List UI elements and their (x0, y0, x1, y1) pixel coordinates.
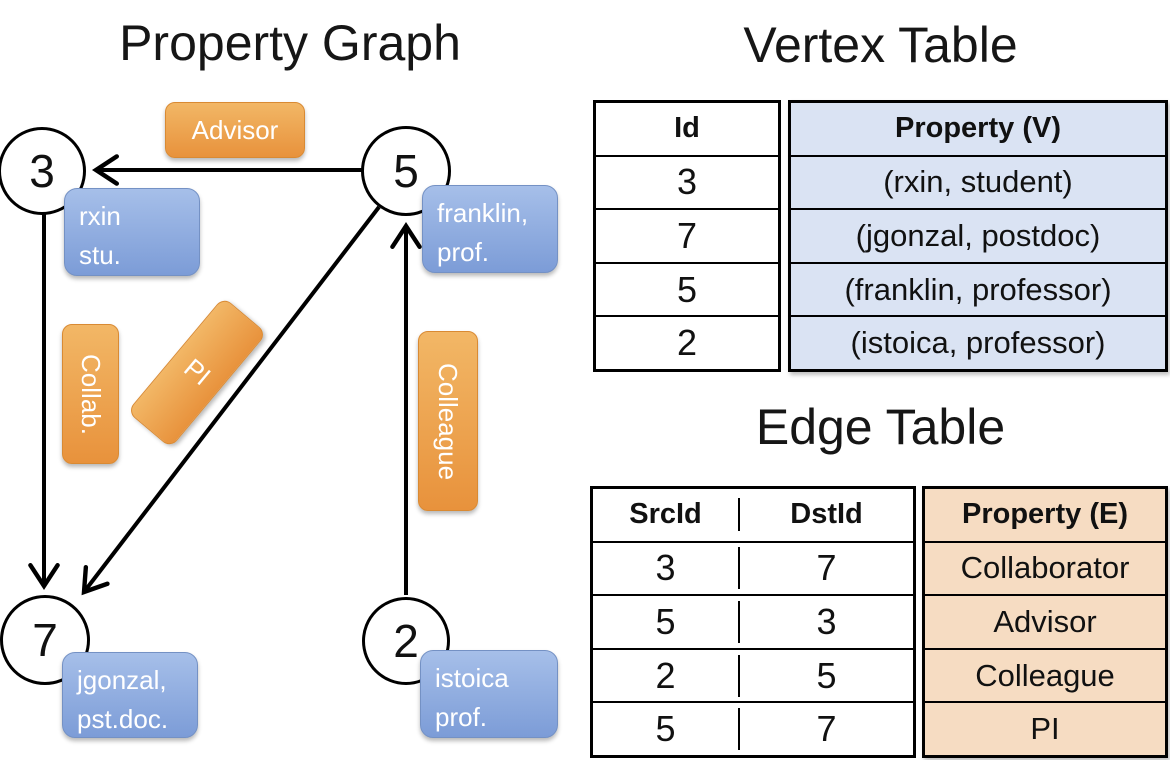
vertex-property-cell: (jgonzal, postdoc) (791, 210, 1165, 264)
property-line: pst.doc. (77, 704, 169, 734)
dstid-cell: 7 (816, 547, 837, 589)
edge-table-src-dst-columns: SrcId DstId 3 7 5 3 2 5 5 7 (590, 486, 916, 758)
property-line: prof. (437, 237, 490, 267)
property-line: istoica (435, 663, 509, 693)
dstid-cell: 3 (816, 600, 837, 642)
node-id-label: 3 (29, 145, 55, 197)
edge-property-cell: PI (1030, 711, 1060, 747)
edge-label-text: Advisor (191, 114, 279, 145)
node-property-box-3: rxin stu. (64, 188, 200, 276)
vertex-property-cell: (rxin, student) (791, 157, 1165, 211)
vertex-id-cell: 7 (596, 210, 778, 264)
dstid-cell: 7 (816, 708, 837, 750)
edge-table-title: Edge Table (755, 399, 1006, 455)
srcid-cell: 5 (593, 600, 740, 643)
property-line: jgonzal, (77, 665, 167, 695)
vertex-property-cell: (istoica, professor) (850, 325, 1106, 361)
node-property-box-7: jgonzal, pst.doc. (62, 652, 198, 738)
vertex-id-cell: 2 (676, 322, 698, 364)
edge-property-header: Property (E) (925, 489, 1165, 543)
node-id-label: 5 (393, 145, 419, 197)
node-id-label: 2 (393, 615, 419, 667)
node-id-label: 7 (32, 614, 58, 666)
edge-label-collab: Collab. (62, 324, 119, 464)
property-line: prof. (435, 702, 488, 732)
srcid-cell: 5 (593, 708, 740, 751)
vertex-id-cell: 3 (596, 157, 778, 211)
edge-property-cell: Advisor (925, 596, 1165, 650)
graph-node-5: 5 (361, 126, 451, 216)
vertex-id-cell: 5 (596, 264, 778, 318)
srcid-cell: 3 (593, 547, 740, 590)
edge-table-row: 5 3 (593, 596, 913, 650)
node-property-box-5: franklin, prof. (422, 185, 558, 273)
property-graph-title: Property Graph (119, 15, 461, 71)
edge-property-cell: Collaborator (925, 543, 1165, 597)
edge-property-cell: Colleague (925, 650, 1165, 704)
edge-table-header-row: SrcId DstId (593, 489, 913, 543)
vertex-table-property-column: Property (V) (rxin, student) (jgonzal, p… (788, 100, 1168, 372)
graph-node-2: 2 (362, 597, 450, 685)
edge-label-colleague: Colleague (418, 331, 478, 511)
edge-line-5-7 (81, 205, 381, 596)
dstid-header: DstId (790, 498, 863, 531)
vertex-property-cell: (franklin, professor) (791, 264, 1165, 318)
dstid-cell: 5 (816, 654, 837, 696)
graph-edges (28, 154, 422, 596)
edge-label-text: PI (178, 352, 217, 392)
edge-label-advisor: Advisor (165, 102, 305, 158)
property-line: stu. (79, 240, 121, 270)
vertex-id-header: Id (596, 103, 778, 157)
srcid-cell: 2 (593, 654, 740, 697)
property-line: franklin, (437, 198, 529, 228)
edge-table-row: 2 5 (593, 650, 913, 704)
edge-table-property-column: Property (E) Collaborator Advisor Collea… (922, 486, 1168, 758)
vertex-property-header: Property (V) (791, 103, 1165, 157)
node-property-box-2: istoica prof. (420, 650, 558, 738)
edge-table-row: 3 7 (593, 543, 913, 597)
vertex-table-title: Vertex Table (743, 17, 1018, 73)
edge-label-text: Colleague (433, 362, 464, 480)
property-line: rxin (79, 201, 121, 231)
edge-label-text: Collab. (76, 353, 106, 435)
edge-table-row: 5 7 (593, 703, 913, 755)
srcid-header: SrcId (593, 498, 740, 532)
vertex-table-id-column: Id 3 7 5 2 (593, 100, 781, 372)
